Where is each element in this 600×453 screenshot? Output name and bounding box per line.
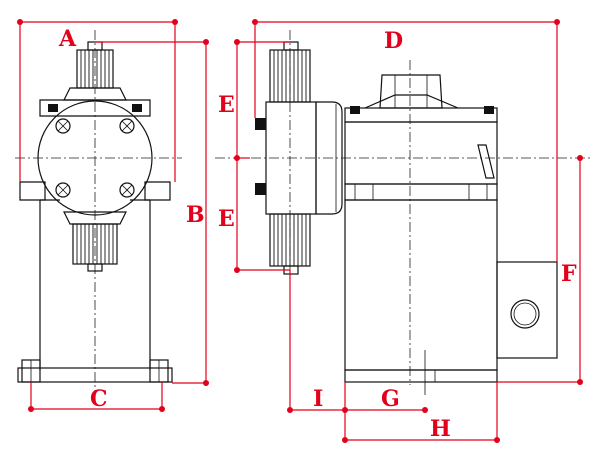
label-D: D xyxy=(384,28,403,54)
pump-head-circle xyxy=(37,100,153,216)
label-A: A xyxy=(58,26,77,52)
side-base xyxy=(344,369,498,383)
front-base xyxy=(17,367,173,383)
dimension-labels: A B C D E E F G H I xyxy=(58,26,577,442)
front-view xyxy=(15,30,182,395)
label-B: B xyxy=(186,202,205,228)
dimension-lines xyxy=(17,19,583,443)
label-I: I xyxy=(313,386,323,412)
label-C: C xyxy=(90,386,108,412)
front-bottom-connector xyxy=(63,211,127,272)
motor-top-cap xyxy=(379,74,443,109)
motor-body-lower xyxy=(344,199,498,371)
label-H: H xyxy=(430,416,451,442)
label-F: F xyxy=(561,261,577,287)
front-bolts xyxy=(55,118,135,198)
terminal-box xyxy=(496,261,558,359)
side-top-connector xyxy=(269,41,311,103)
side-bottom-connector xyxy=(269,213,311,275)
motor-body-upper xyxy=(344,121,498,185)
label-E-bottom: E xyxy=(218,206,235,232)
label-E-top: E xyxy=(218,92,235,118)
label-G: G xyxy=(381,386,400,412)
side-view xyxy=(215,30,590,395)
